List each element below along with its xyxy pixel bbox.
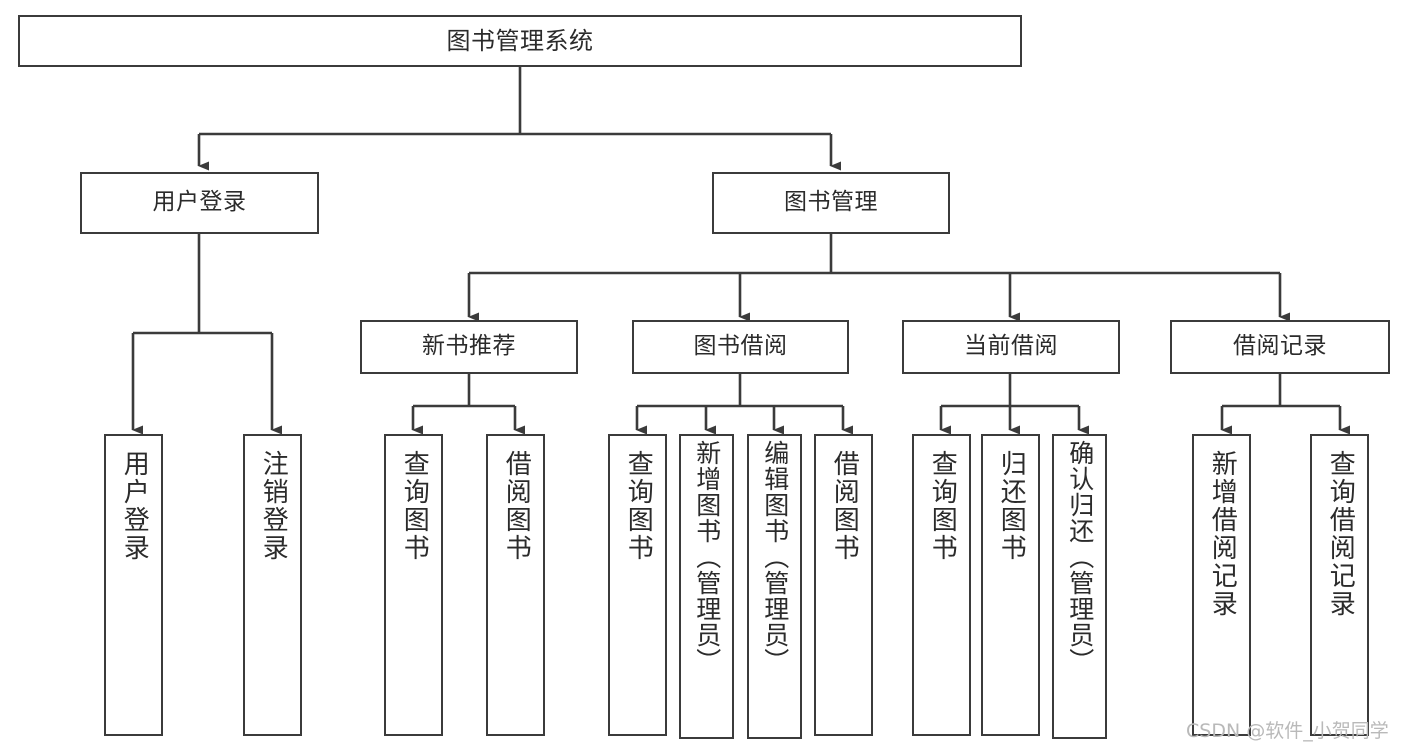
node-leaf-return-book[interactable]: 归还图书	[981, 434, 1040, 736]
node-borrow-record[interactable]: 借阅记录	[1170, 320, 1390, 374]
node-leaf-add-book[interactable]: 新增图书（管理员）	[679, 434, 734, 739]
node-leaf-borrow-book-1[interactable]: 借阅图书	[486, 434, 545, 736]
node-leaf-query-record-label: 查询借阅记录	[1325, 450, 1356, 618]
node-leaf-query-book-3-label: 查询图书	[927, 450, 958, 562]
node-leaf-query-book-1-label: 查询图书	[399, 450, 430, 562]
node-leaf-query-book-2-label: 查询图书	[623, 450, 654, 562]
node-new-book-recommend[interactable]: 新书推荐	[360, 320, 578, 374]
node-current-borrow-label: 当前借阅	[964, 333, 1058, 360]
node-root-book-management-system[interactable]: 图书管理系统	[18, 15, 1022, 67]
node-leaf-add-record[interactable]: 新增借阅记录	[1192, 434, 1251, 736]
node-leaf-confirm-return[interactable]: 确认归还（管理员）	[1052, 434, 1107, 739]
node-leaf-query-book-1[interactable]: 查询图书	[384, 434, 443, 736]
node-leaf-query-book-3[interactable]: 查询图书	[912, 434, 971, 736]
node-book-manage[interactable]: 图书管理	[712, 172, 950, 234]
node-leaf-borrow-book-2[interactable]: 借阅图书	[814, 434, 873, 736]
node-leaf-return-book-label: 归还图书	[996, 450, 1027, 562]
node-current-borrow[interactable]: 当前借阅	[902, 320, 1120, 374]
node-borrow-record-label: 借阅记录	[1233, 333, 1327, 360]
node-book-manage-label: 图书管理	[784, 189, 878, 216]
node-user-login-label: 用户登录	[152, 189, 247, 216]
node-leaf-borrow-book-2-label: 借阅图书	[829, 450, 860, 562]
node-leaf-user-logout-label: 注销登录	[258, 450, 289, 562]
node-leaf-user-login-label: 用户登录	[119, 450, 150, 562]
node-leaf-edit-book-label: 编辑图书（管理员）	[760, 440, 790, 674]
node-leaf-user-logout[interactable]: 注销登录	[243, 434, 302, 736]
node-leaf-edit-book[interactable]: 编辑图书（管理员）	[747, 434, 802, 739]
node-root-label: 图书管理系统	[446, 26, 594, 55]
node-new-book-recommend-label: 新书推荐	[422, 333, 516, 360]
node-leaf-add-book-label: 新增图书（管理员）	[692, 440, 722, 674]
node-leaf-query-record[interactable]: 查询借阅记录	[1310, 434, 1369, 736]
node-leaf-user-login[interactable]: 用户登录	[104, 434, 163, 736]
node-book-borrow-label: 图书借阅	[693, 333, 788, 360]
node-leaf-add-record-label: 新增借阅记录	[1207, 450, 1238, 618]
node-book-borrow[interactable]: 图书借阅	[632, 320, 849, 374]
node-leaf-confirm-return-label: 确认归还（管理员）	[1065, 440, 1095, 674]
node-leaf-query-book-2[interactable]: 查询图书	[608, 434, 667, 736]
node-user-login[interactable]: 用户登录	[80, 172, 319, 234]
node-leaf-borrow-book-1-label: 借阅图书	[501, 450, 532, 562]
